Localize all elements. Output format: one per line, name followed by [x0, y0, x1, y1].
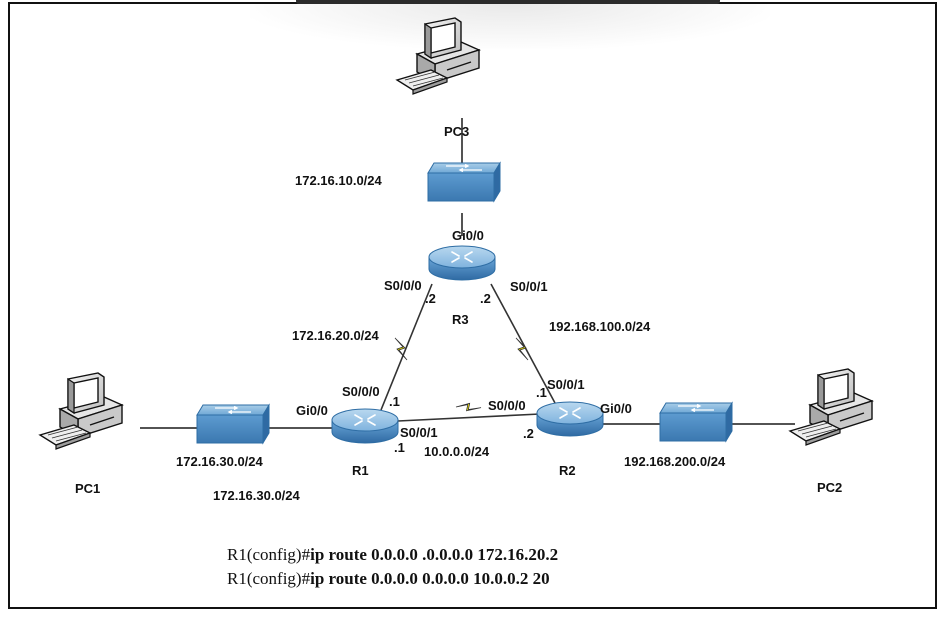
command-line-2: R1(config)#ip route 0.0.0.0 0.0.0.0 10.0… — [227, 569, 550, 589]
r1-s000-host: .1 — [389, 394, 400, 409]
serial-r1-r2 — [397, 413, 541, 422]
network-pc2-lan: 192.168.200.0/24 — [624, 454, 726, 469]
pc1-label: PC1 — [75, 481, 100, 496]
r1-s001-interface: S0/0/1 — [400, 425, 438, 440]
r2-s000-host: .2 — [523, 426, 534, 441]
r3-s000-interface: S0/0/0 — [384, 278, 422, 293]
r3-router-icon — [428, 245, 496, 281]
network-r2-r3: 192.168.100.0/24 — [549, 319, 651, 334]
cables — [140, 118, 795, 429]
command-text: ip route 0.0.0.0 .0.0.0.0 172.16.20.2 — [310, 545, 559, 564]
pc2-label: PC2 — [817, 480, 842, 495]
pc2-computer-icon — [789, 368, 873, 446]
network-pc1-lan-below: 172.16.30.0/24 — [213, 488, 301, 503]
r1-gi-interface: Gi0/0 — [296, 403, 328, 418]
pc3-label: PC3 — [444, 124, 469, 139]
serial-r2-r3 — [490, 283, 556, 404]
r1-s000-interface: S0/0/0 — [342, 384, 380, 399]
r2-label: R2 — [559, 463, 576, 478]
network-pc3-lan: 172.16.10.0/24 — [295, 173, 383, 188]
pc2-lan-switch-icon — [659, 402, 733, 442]
pc1-lan-switch-icon — [196, 404, 270, 444]
pc3-lan-switch-icon — [427, 162, 501, 202]
network-pc1-lan-switch: 172.16.30.0/24 — [176, 454, 264, 469]
r1-router-icon — [331, 408, 399, 444]
r2-router-icon — [536, 401, 604, 437]
r2-s001-interface: S0/0/1 — [547, 377, 585, 392]
r2-gi-interface: Gi0/0 — [600, 401, 632, 416]
serial-r1-r3 — [380, 283, 433, 411]
network-r1-r2: 10.0.0.0/24 — [424, 444, 490, 459]
command-prompt: R1(config)# — [227, 569, 311, 588]
serial-r1-r2-icon — [455, 396, 482, 419]
command-text: ip route 0.0.0.0 0.0.0.0 10.0.0.2 20 — [310, 569, 550, 588]
top-bar — [296, 0, 720, 4]
serial-links — [380, 283, 556, 422]
diagram-frame — [8, 2, 937, 609]
r3-s000-host: .2 — [425, 291, 436, 306]
r3-s001-host: .2 — [480, 291, 491, 306]
command-prompt: R1(config)# — [227, 545, 311, 564]
pc1-computer-icon — [39, 372, 123, 450]
pc3-computer-icon — [396, 17, 480, 95]
command-line-1: R1(config)#ip route 0.0.0.0 .0.0.0.0 172… — [227, 545, 558, 565]
r2-s001-host: .1 — [536, 385, 547, 400]
r3-gi-interface: Gi0/0 — [452, 228, 484, 243]
top-shadow — [250, 4, 770, 49]
r1-label: R1 — [352, 463, 369, 478]
r3-label: R3 — [452, 312, 469, 327]
r3-s001-interface: S0/0/1 — [510, 279, 548, 294]
network-r1-r3: 172.16.20.0/24 — [292, 328, 380, 343]
r1-s001-host: .1 — [394, 440, 405, 455]
r2-s000-interface: S0/0/0 — [488, 398, 526, 413]
